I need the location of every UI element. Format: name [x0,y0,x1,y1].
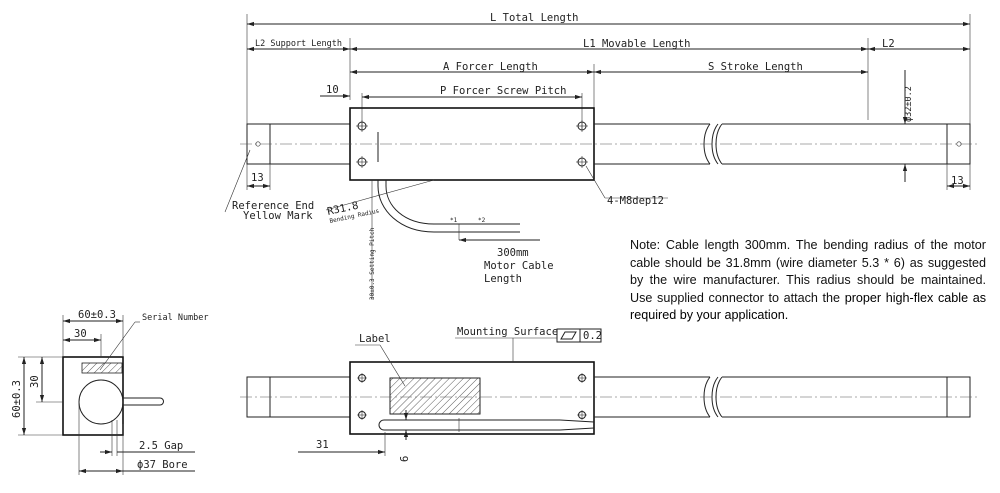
end-width-label: 60±0.3 [78,309,116,321]
end-half-height-label: 30 [29,375,41,388]
dim-31-label: 31 [316,439,329,451]
serial-number-plate [81,362,123,374]
setting-pitch-label: 30±0.3 Setting Pitch [369,227,376,300]
motor-cable-length-label: Length [484,273,522,285]
end-view-body [62,356,124,436]
total-length-label: L Total Length [490,12,579,24]
top-view: L Total Length L2 Support Length L1 Mova… [224,12,978,300]
mounting-surface-label: Mounting Surface [457,326,558,338]
cable-note: Note: Cable length 300mm. The bending ra… [630,237,986,325]
end-height-label: 60±0.3 [11,380,23,418]
end-view-bore [78,379,124,425]
flatness-value: 0.2 [583,330,602,342]
l2-right-label: L2 [882,38,895,50]
hole-callout: 4-M8dep12 [607,195,664,207]
cable-length-dim: 300mm [497,247,529,259]
bottom-view: Label Mounting Surface 0.2 31 6 [240,326,978,462]
dim-13-right: 13 [951,175,964,187]
end-view: 60±0.3 30 Serial Number 60±0.3 30 2.5 Ga… [11,309,209,475]
dim-10-label: 10 [326,84,339,96]
flatness-box [556,328,602,343]
gap-label: 2.5 Gap [139,440,183,452]
serial-number-label: Serial Number [142,313,209,323]
cable-mark-2: *2 [478,217,486,224]
label-callout: Label [359,333,391,345]
motor-cable-label: Motor Cable [484,260,554,272]
note-text-emphasis: proper high-flex cable as required by yo… [630,290,986,323]
cable-mark-1: *1 [450,217,458,224]
stroke-length-label: S Stroke Length [708,61,803,73]
label-area [389,377,481,415]
yellow-mark-label: Yellow Mark [243,210,313,222]
support-length-label: L2 Support Length [255,39,342,49]
forcer-bottom [349,361,595,435]
motor-cable [377,180,470,233]
bore-label: ϕ37 Bore [137,459,188,471]
dim-6-label: 6 [399,456,411,462]
dim-13-left: 13 [251,172,264,184]
forcer-screw-pitch-label: P Forcer Screw Pitch [440,85,566,97]
note-text: Note: Cable length 300mm. The bending ra… [630,238,986,305]
diameter-label: ϕ32±0.2 [904,86,914,122]
forcer-length-label: A Forcer Length [443,61,538,73]
end-half-width-label: 30 [74,328,87,340]
reference-end-label: Reference End [232,200,314,212]
movable-length-label: L1 Movable Length [583,38,690,50]
